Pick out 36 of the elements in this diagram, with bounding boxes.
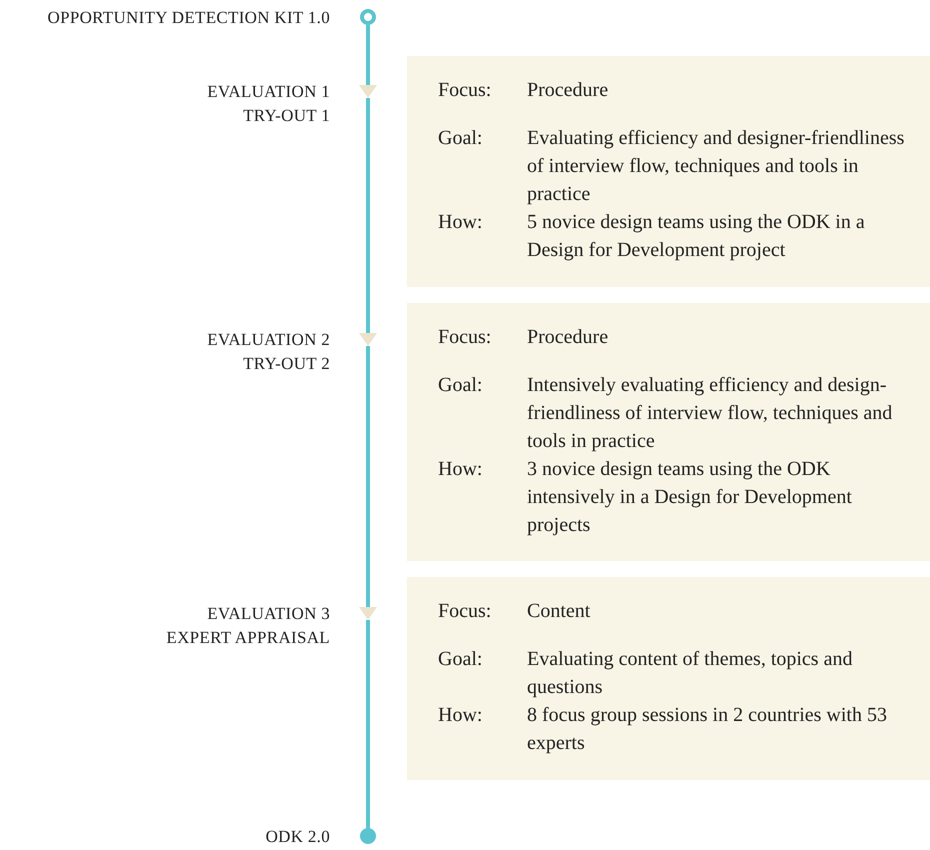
field-value: Content (527, 599, 592, 624)
milestone-triangle (359, 607, 377, 620)
field-label: Focus: (438, 78, 492, 103)
milestone-triangle (359, 85, 377, 98)
field-value: Procedure (527, 325, 610, 350)
field-value: Procedure (527, 78, 610, 103)
field-label: How: (438, 703, 484, 728)
timeline-line (366, 620, 370, 828)
field-label: Focus: (438, 599, 492, 624)
milestone-label: OPPORTUNITY DETECTION KIT 1.0 (46, 7, 330, 29)
field-label: Goal: (438, 126, 484, 151)
field-value: Intensively evaluating efficiency and design-friendliness of interview flow, techniques and tools in practice (527, 373, 894, 454)
milestone-label: EVALUATION 3 (206, 603, 330, 625)
field-label: How: (438, 457, 484, 482)
field-label: Goal: (438, 373, 484, 398)
field-value: 3 novice design teams using the ODK intensively in a Design for Development projects (527, 457, 853, 538)
milestone-triangle (359, 333, 377, 346)
timeline-line (366, 98, 370, 333)
field-value: 8 focus group sessions in 2 countries with 53 experts (527, 703, 888, 756)
field-value: Evaluating content of themes, topics and questions (527, 647, 854, 700)
timeline-line (366, 25, 370, 85)
timeline-line (366, 346, 370, 607)
info-card (407, 56, 930, 287)
field-value: Evaluating efficiency and designer-friendliness of interview flow, techniques and tools in practice (527, 126, 906, 207)
field-label: Goal: (438, 647, 484, 672)
milestone-label: ODK 2.0 (264, 826, 330, 848)
info-card (407, 303, 930, 561)
info-card (407, 577, 930, 780)
milestone-label: EVALUATION 2 (206, 329, 330, 351)
field-value: 5 novice design teams using the ODK in a Design for Development project (527, 210, 866, 263)
field-label: Focus: (438, 325, 492, 350)
milestone-label: EVALUATION 1 (206, 81, 330, 103)
milestone-label: EXPERT APPRAISAL (165, 627, 330, 649)
milestone-label: TRY-OUT 1 (242, 105, 330, 127)
milestone-label: TRY-OUT 2 (242, 353, 330, 375)
field-label: How: (438, 210, 484, 235)
